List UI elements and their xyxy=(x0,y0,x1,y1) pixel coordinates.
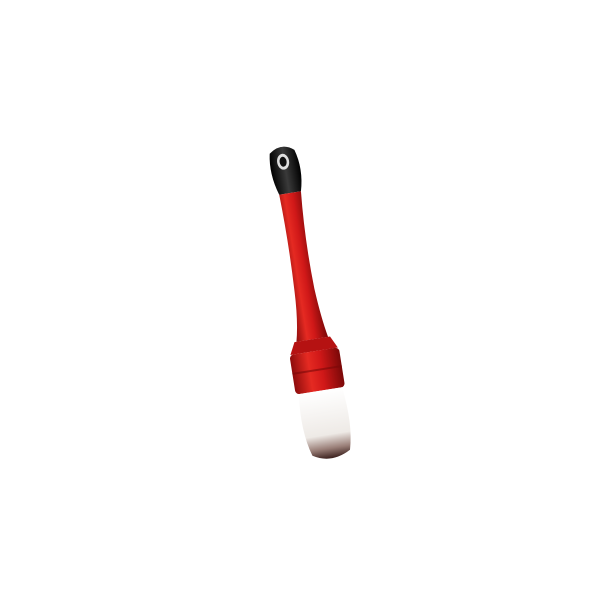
bristles xyxy=(298,387,351,459)
ferrule xyxy=(290,336,345,395)
handle xyxy=(279,191,329,342)
handle-cap xyxy=(269,146,302,195)
